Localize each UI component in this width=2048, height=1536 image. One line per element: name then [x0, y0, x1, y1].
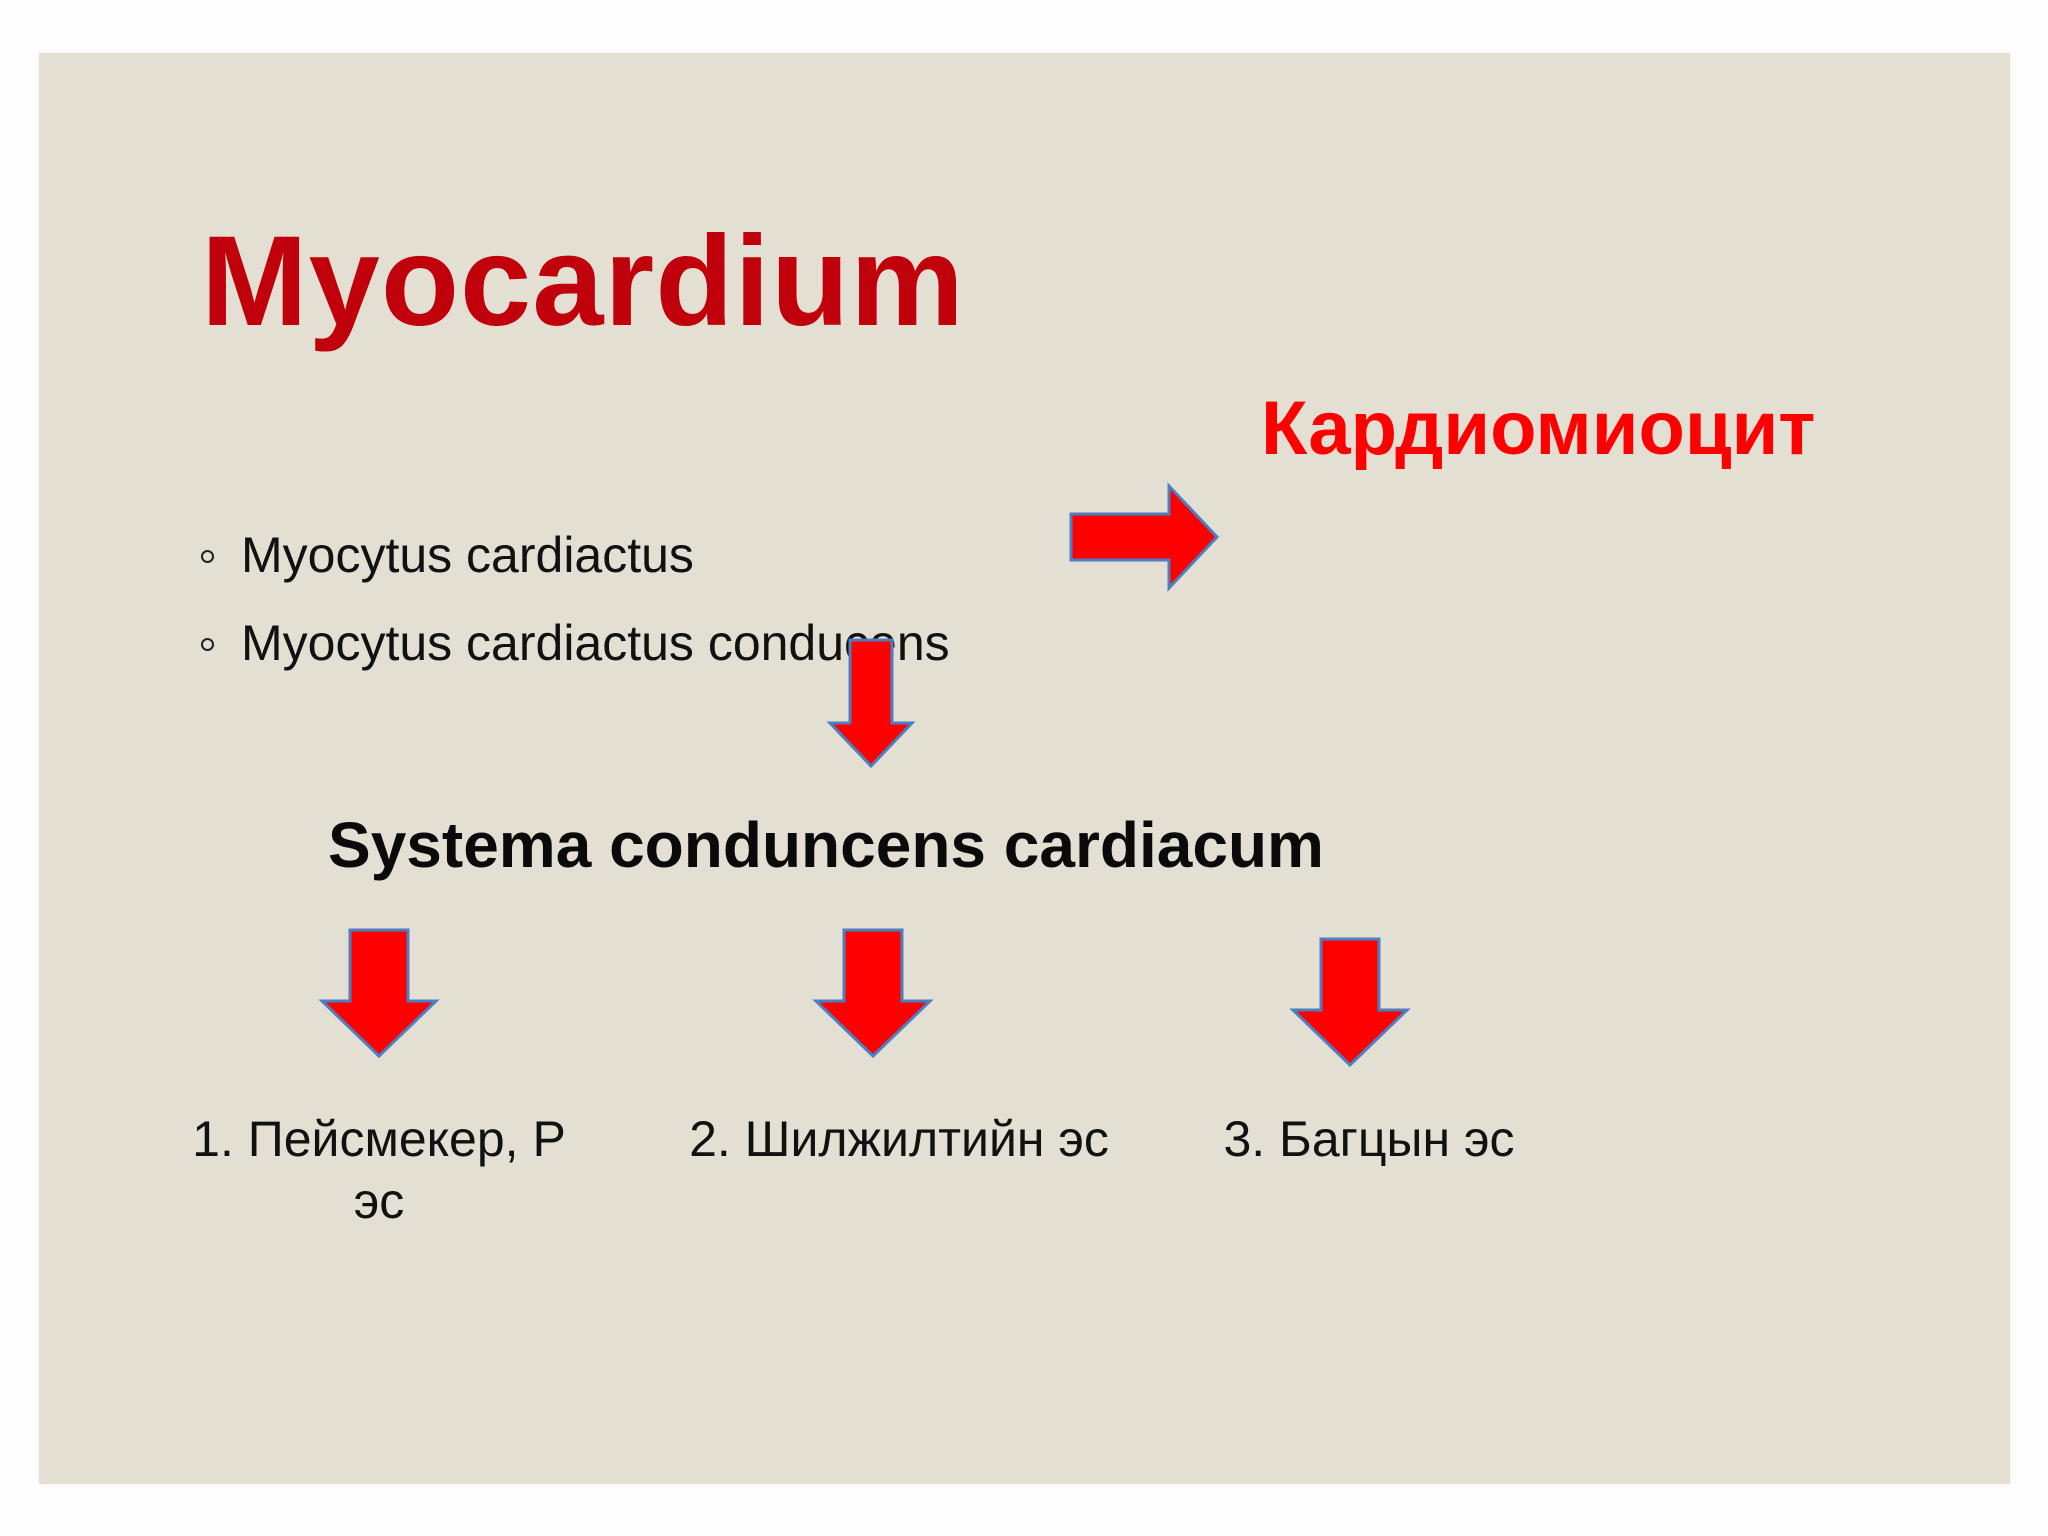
bullet-text: Myocytus cardiactus conducens: [241, 615, 950, 671]
bullet-list: Myocytus cardiactus Myocytus cardiactus …: [197, 511, 950, 687]
item-transitional: 2. Шилжилтийн эс: [689, 1111, 1109, 1167]
arrow-right-icon: [1069, 482, 1220, 592]
item-pacemaker: 1. Пейсмекер, Р эс: [192, 1111, 566, 1229]
bullet-icon: [201, 550, 214, 563]
slide: Myocardium Кардиомиоцит Myocytus cardiac…: [39, 53, 2010, 1484]
cardiomyocyte-heading: Кардиомиоцит: [1261, 386, 1816, 471]
arrow-down-icon: [318, 928, 440, 1059]
bullet-item: Myocytus cardiactus conducens: [197, 599, 950, 687]
arrow-down-icon: [826, 638, 916, 769]
subheading: Systema conduncens cardiacum: [328, 809, 1324, 881]
bullet-text: Myocytus cardiactus: [241, 527, 694, 583]
bullet-item: Myocytus cardiactus: [197, 511, 950, 599]
bullet-icon: [201, 638, 214, 651]
slide-title: Myocardium: [201, 210, 965, 353]
item-bundle: 3. Багцын эс: [1223, 1111, 1515, 1167]
arrow-down-icon: [812, 928, 934, 1059]
arrow-down-icon: [1289, 937, 1411, 1068]
